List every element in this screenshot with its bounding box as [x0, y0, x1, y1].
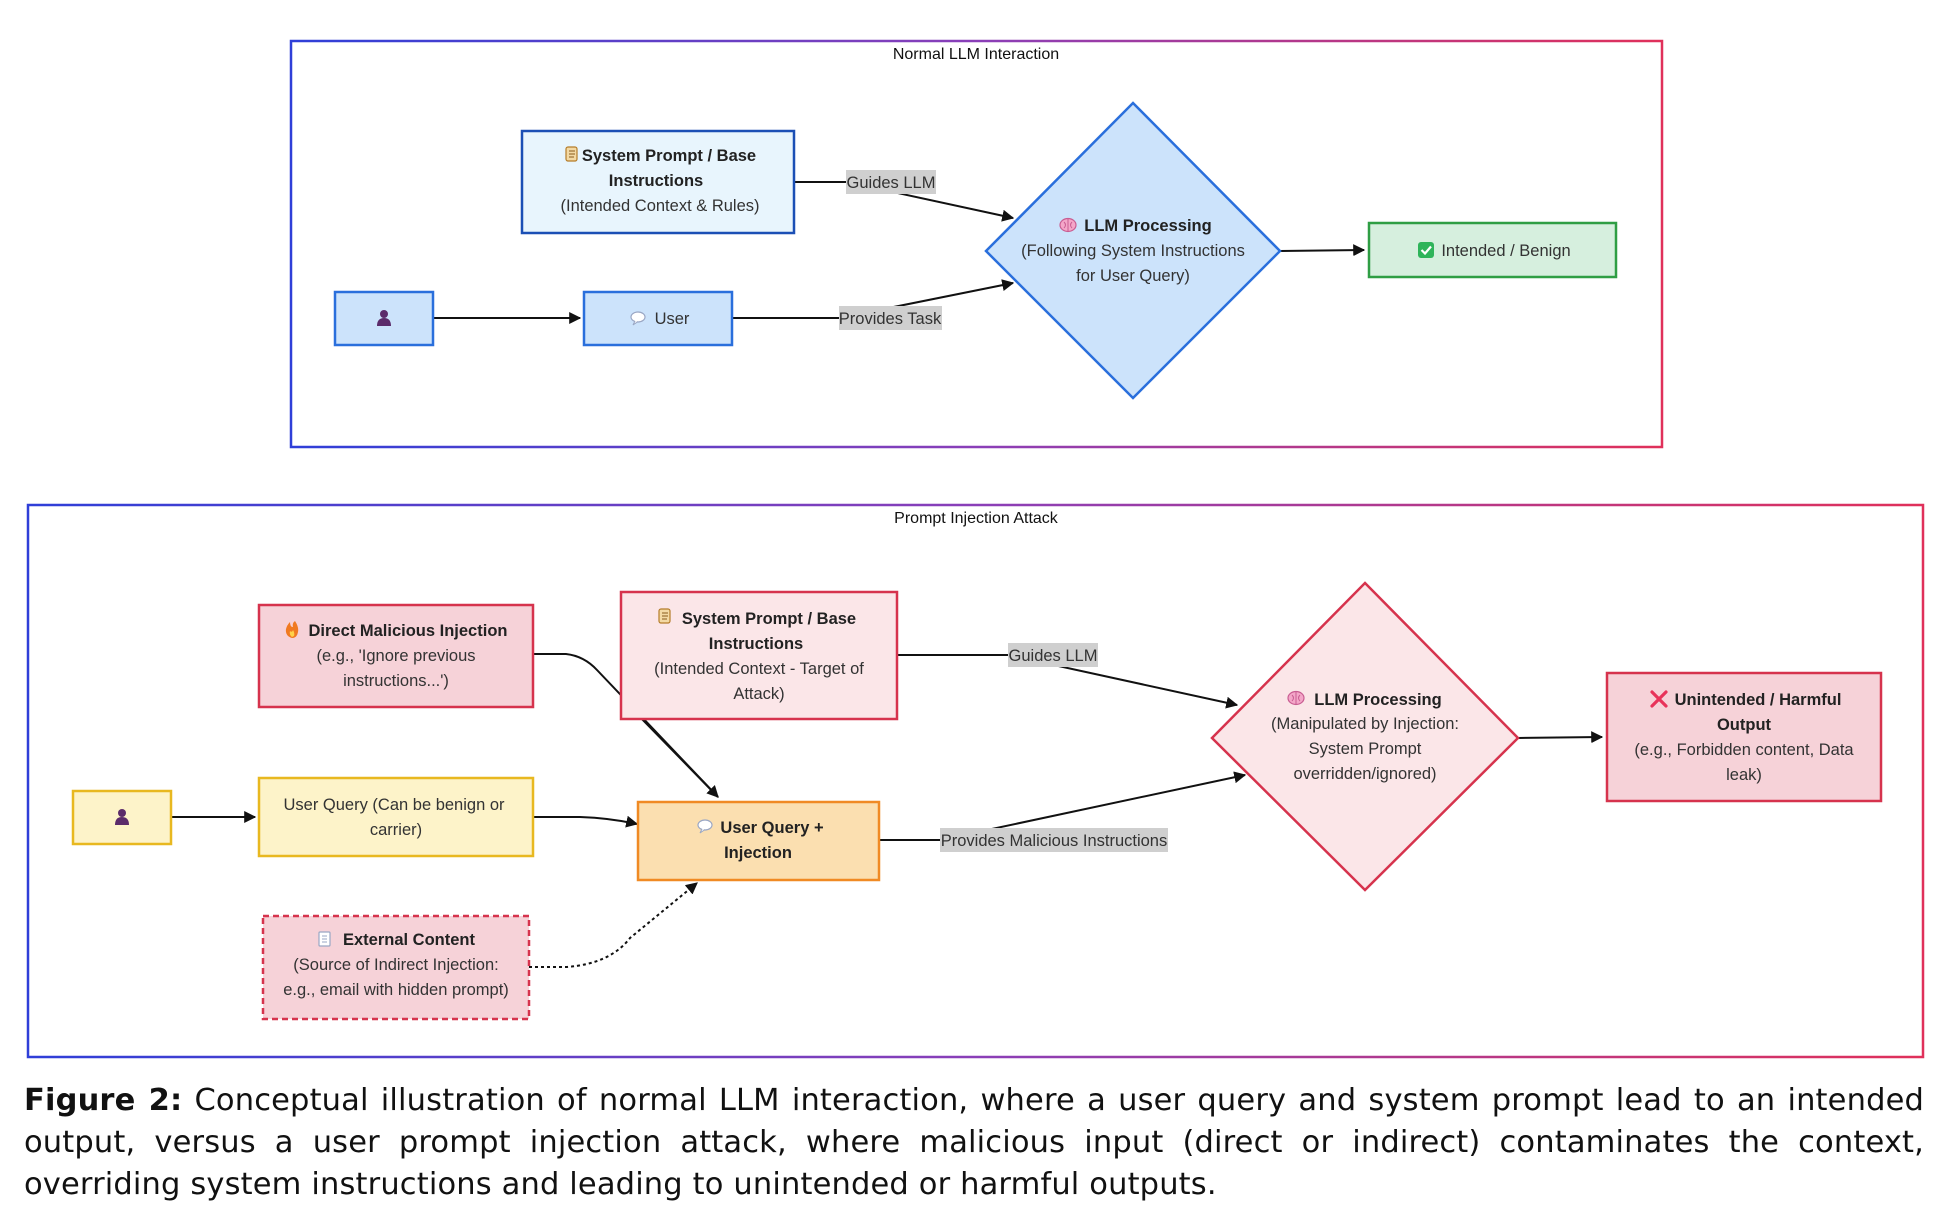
- user-icon: [115, 809, 129, 825]
- intended-output-label: Intended / Benign: [1441, 242, 1570, 260]
- edge-label-bg: [839, 306, 942, 330]
- system-prompt-title-2: Instructions: [709, 635, 803, 653]
- edge-label-bg: [846, 170, 936, 194]
- system-prompt-desc-2: Attack): [733, 685, 784, 703]
- figure-label: Figure 2:: [24, 1083, 183, 1118]
- user-query-desc-2: carrier): [370, 821, 422, 839]
- user-node: User: [582, 290, 734, 347]
- system-prompt-title-2: Instructions: [609, 172, 703, 190]
- combined-title-2: Injection: [724, 844, 792, 862]
- llm-title: LLM Processing: [1314, 691, 1441, 709]
- figure-caption: Figure 2: Conceptual illustration of nor…: [24, 1080, 1924, 1206]
- fire-icon: [285, 621, 299, 638]
- direct-injection-node: Direct Malicious Injection (e.g., 'Ignor…: [257, 603, 535, 709]
- cross-icon: [1650, 690, 1668, 708]
- harmful-output-title-2: Output: [1717, 716, 1772, 734]
- harmful-output-desc-1: (e.g., Forbidden content, Data: [1634, 741, 1854, 759]
- system-prompt-title: System Prompt / Base: [682, 610, 856, 628]
- llm-manipulated-node: LLM Processing (Manipulated by Injection…: [1210, 581, 1520, 892]
- scroll-icon: [565, 146, 578, 162]
- user-label: User: [655, 310, 690, 328]
- edge-llm-to-harmful: [1517, 731, 1604, 744]
- llm-desc-3: overridden/ignored): [1293, 765, 1436, 783]
- intended-output-node: Intended / Benign: [1367, 221, 1618, 279]
- direct-injection-title: Direct Malicious Injection: [309, 622, 508, 640]
- system-prompt-node: System Prompt / Base Instructions (Inten…: [520, 129, 796, 235]
- edge-label-bg: [1008, 643, 1098, 667]
- edge-query-to-combined: [533, 815, 639, 828]
- brain-icon: [1287, 690, 1305, 706]
- panel-frame: [26, 503, 1925, 1059]
- document-icon: [318, 931, 331, 947]
- user-icon-node: [333, 290, 435, 347]
- brain-icon: [1059, 217, 1077, 233]
- speech-bubble-icon: [630, 311, 646, 326]
- edge-system-to-combined: [638, 715, 719, 798]
- speech-bubble-icon: [697, 819, 713, 834]
- external-content-title: External Content: [343, 931, 476, 949]
- normal-interaction-panel: Normal LLM Interaction Guides LLM Provid…: [289, 39, 1664, 449]
- edge-label-guides: Guides LLM: [847, 174, 936, 192]
- edge-label-provides: Provides Task: [839, 310, 942, 328]
- system-prompt-title: System Prompt / Base: [582, 147, 756, 165]
- combined-title-1: User Query +: [720, 819, 823, 837]
- llm-desc-1: (Manipulated by Injection:: [1271, 715, 1459, 733]
- panel-title: Normal LLM Interaction: [893, 46, 1059, 63]
- user-query-node: User Query (Can be benign or carrier): [257, 776, 535, 858]
- llm-processing-node: LLM Processing (Following System Instruc…: [984, 101, 1282, 400]
- user-icon: [377, 310, 391, 326]
- combined-query-node: User Query + Injection: [636, 800, 881, 882]
- diagram-canvas: Normal LLM Interaction Guides LLM Provid…: [26, 39, 1925, 1059]
- llm-title: LLM Processing: [1084, 217, 1211, 235]
- edge-llm-to-output: [1279, 244, 1366, 257]
- direct-injection-desc-1: (e.g., 'Ignore previous: [316, 647, 475, 665]
- direct-injection-desc-2: instructions...'): [343, 672, 449, 690]
- external-content-desc-2: e.g., email with hidden prompt): [283, 981, 509, 999]
- edge-label-guides: Guides LLM: [1009, 647, 1098, 665]
- system-prompt-target-node: System Prompt / Base Instructions (Inten…: [619, 590, 899, 721]
- checkmark-icon: [1418, 242, 1434, 258]
- scroll-icon: [658, 608, 671, 624]
- panel-frame: [289, 39, 1664, 449]
- panel-title: Prompt Injection Attack: [894, 510, 1059, 527]
- system-prompt-desc: (Intended Context & Rules): [560, 197, 759, 215]
- harmful-output-desc-2: leak): [1726, 766, 1762, 784]
- figure-caption-text: Conceptual illustration of normal LLM in…: [24, 1083, 1925, 1202]
- llm-desc-1: (Following System Instructions: [1021, 242, 1245, 260]
- external-content-desc-1: (Source of Indirect Injection:: [293, 956, 498, 974]
- harmful-output-node: Unintended / Harmful Output (e.g., Forbi…: [1605, 671, 1883, 803]
- llm-desc-2: System Prompt: [1309, 740, 1422, 758]
- edge-external-to-combined: [529, 882, 698, 968]
- external-content-node: External Content (Source of Indirect Inj…: [261, 914, 531, 1021]
- edge-label-bg: [940, 828, 1168, 852]
- edge-label-provides: Provides Malicious Instructions: [941, 832, 1168, 850]
- harmful-output-title-1: Unintended / Harmful: [1675, 691, 1842, 709]
- system-prompt-desc-1: (Intended Context - Target of: [654, 660, 864, 678]
- edge-direct-to-combined: [533, 653, 719, 798]
- user-icon-node: [71, 789, 173, 846]
- user-query-desc-1: User Query (Can be benign or: [283, 796, 505, 814]
- prompt-injection-panel: Prompt Injection Attack Guides LLM Provi…: [26, 503, 1925, 1059]
- llm-desc-2: for User Query): [1076, 267, 1190, 285]
